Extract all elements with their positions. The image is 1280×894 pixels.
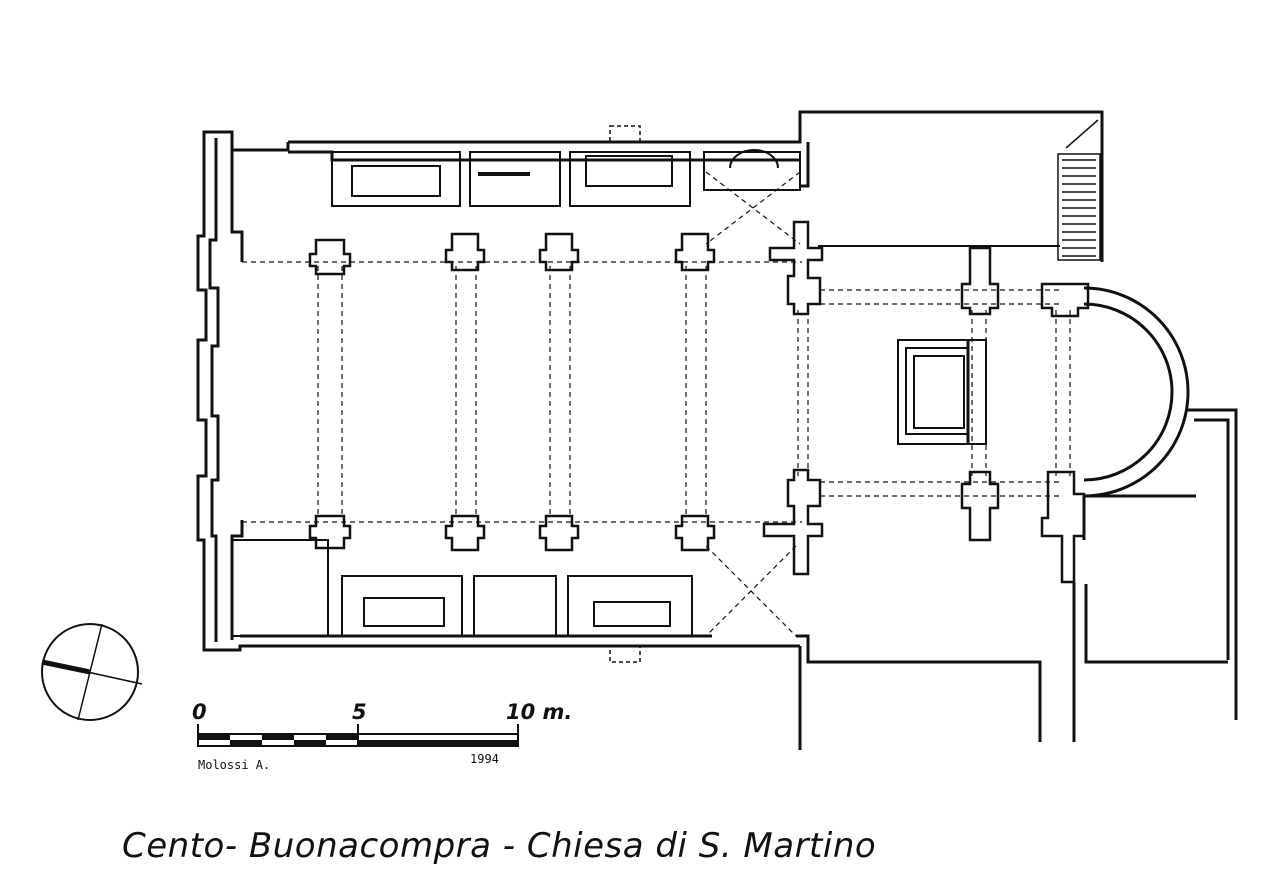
south-annex [796, 496, 1228, 750]
year-label: 1994 [470, 752, 499, 766]
scale-label-5: 5 [352, 700, 367, 724]
scale-bar [197, 724, 519, 747]
apse [1083, 286, 1238, 720]
vault-lines [242, 171, 1071, 637]
drawing-title: Cento- Buonacompra - Chiesa di S. Martin… [122, 826, 877, 866]
staircase [1057, 119, 1101, 261]
south-chapels [231, 539, 693, 663]
presbytery-piers [762, 220, 1090, 584]
nave-outer-walls [196, 110, 1104, 652]
north-chapels [331, 125, 801, 207]
presbytery-walls [800, 142, 1060, 445]
scale-label-10m: 10 m. [506, 700, 573, 724]
author-label: Molossi A. [198, 758, 271, 772]
north-arrow-compass [41, 623, 143, 721]
nave-piers [308, 232, 716, 552]
scale-label-0: 0 [192, 700, 207, 724]
